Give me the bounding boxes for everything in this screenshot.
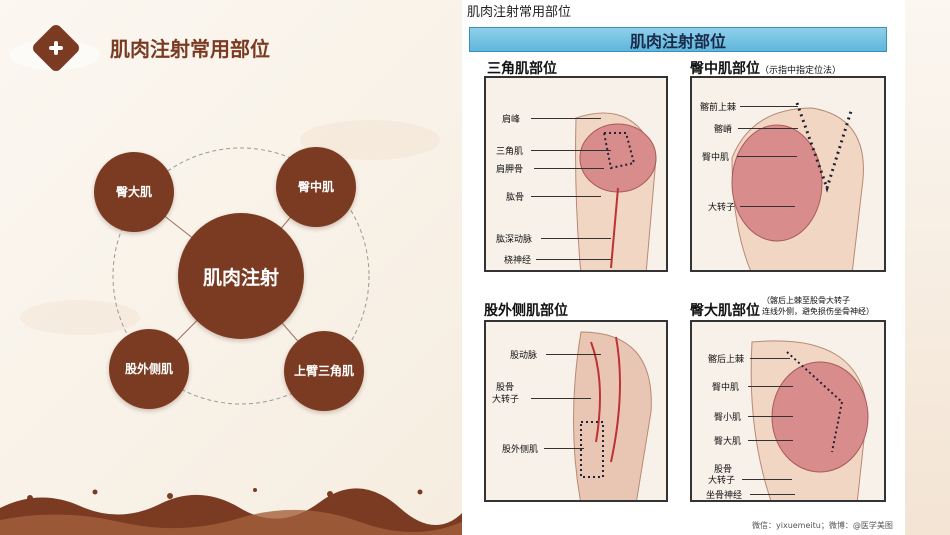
label: 臀小肌 <box>714 410 741 423</box>
leader-line <box>546 354 601 355</box>
label: 大转子 <box>492 392 519 405</box>
leader-line <box>738 128 798 129</box>
bottom-wave-decoration <box>0 478 470 535</box>
label: 髂前上棘 <box>700 100 736 113</box>
label: 桡神经 <box>504 253 531 266</box>
leader-line <box>748 440 793 441</box>
label: 肱深动脉 <box>496 232 532 245</box>
node-vastus-lateralis: 股外侧肌 <box>109 329 189 409</box>
section-note: （髂后上棘至股骨大转子 <box>762 295 850 306</box>
leader-line <box>531 196 601 197</box>
leader-line <box>536 259 611 260</box>
label: 肩峰 <box>502 112 520 125</box>
panel-caption: 肌肉注射常用部位 <box>467 1 571 20</box>
label: 臀中肌 <box>712 380 739 393</box>
leader-line <box>531 150 611 151</box>
panel-banner: 肌肉注射部位 <box>469 27 887 52</box>
section-note: 连线外侧，避免损伤坐骨神经） <box>762 306 874 317</box>
label: 大转子 <box>708 473 735 486</box>
label: 坐骨神经 <box>706 488 742 501</box>
leader-line <box>740 206 795 207</box>
label: 臀中肌 <box>702 150 729 163</box>
leader-line <box>737 156 797 157</box>
label: 肩胛骨 <box>496 162 523 175</box>
watermark: 微信：yixuemeitu；微博：@医学美图 <box>752 520 893 531</box>
gluteus-maximus-illustration: 髂后上棘 臀中肌 臀小肌 臀大肌 股骨 大转子 坐骨神经 <box>690 320 886 502</box>
label: 股动脉 <box>510 348 537 361</box>
page-title: 肌肉注射常用部位 <box>110 33 270 62</box>
leader-line <box>748 416 793 417</box>
leader-line <box>534 168 604 169</box>
label: 臀大肌 <box>714 434 741 447</box>
leader-line <box>750 358 790 359</box>
leader-line <box>544 448 584 449</box>
leader-line <box>750 494 795 495</box>
node-gluteus-medius: 臀中肌 <box>276 147 356 227</box>
section-title-gluteus-maximus: 臀大肌部位 <box>690 300 760 320</box>
section-title-vastus-lateralis: 股外侧肌部位 <box>484 300 568 320</box>
label: 股外侧肌 <box>502 442 538 455</box>
leader-line <box>541 238 611 239</box>
label: 髂嵴 <box>714 122 732 135</box>
injection-site-diagram: 肌肉注射 臀大肌 臀中肌 股外侧肌 上臂三角肌 <box>90 140 390 440</box>
label: 三角肌 <box>496 144 523 157</box>
leader-line <box>742 479 792 480</box>
section-title-gluteus-medius: 臀中肌部位（示指中指定位法） <box>690 58 841 78</box>
label: 大转子 <box>708 200 735 213</box>
background-strip <box>905 0 950 535</box>
vastus-lateralis-illustration: 股动脉 股骨 大转子 股外侧肌 <box>484 320 668 502</box>
section-note: （示指中指定位法） <box>760 66 841 76</box>
section-title-deltoid: 三角肌部位 <box>487 58 557 78</box>
leader-line <box>531 398 591 399</box>
label: 肱骨 <box>506 190 524 203</box>
reference-panel: 肌肉注射常用部位 肌肉注射部位 三角肌部位 肩峰 三角肌 肩胛骨 肱骨 肱深动脉… <box>462 0 905 535</box>
leader-line <box>531 118 601 119</box>
label: 髂后上棘 <box>708 352 744 365</box>
plus-cross-icon <box>38 30 74 66</box>
node-gluteus-maximus: 臀大肌 <box>94 152 174 232</box>
deltoid-illustration: 肩峰 三角肌 肩胛骨 肱骨 肱深动脉 桡神经 <box>484 76 668 272</box>
section-title-text: 臀中肌部位 <box>690 61 760 77</box>
gluteus-medius-illustration: 髂前上棘 髂嵴 臀中肌 大转子 <box>690 76 886 272</box>
node-deltoid: 上臂三角肌 <box>284 331 364 411</box>
leader-line <box>740 106 798 107</box>
leader-line <box>748 386 793 387</box>
center-node: 肌肉注射 <box>178 213 304 339</box>
